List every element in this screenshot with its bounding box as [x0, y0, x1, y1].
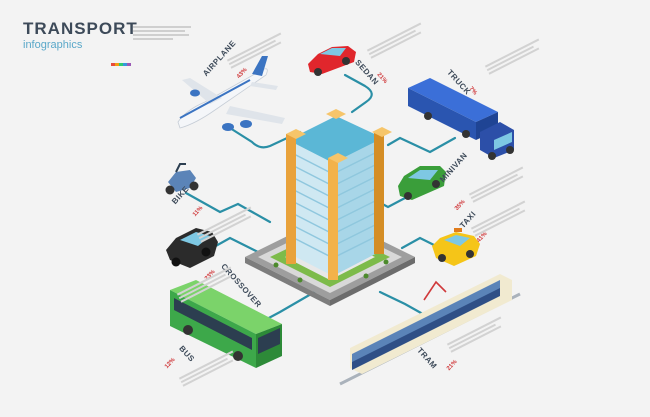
- color-dot: [123, 63, 127, 66]
- color-dot: [115, 63, 119, 66]
- page-title: TRANSPORT: [23, 19, 138, 38]
- minivan-icon: [398, 166, 446, 200]
- taxi-icon: [432, 228, 480, 266]
- title-placeholder-text: [133, 24, 193, 42]
- truck-icon: [408, 78, 514, 160]
- connector-bike: [184, 191, 272, 224]
- page-subtitle: infographics: [23, 39, 83, 51]
- color-dot: [119, 63, 123, 66]
- color-dots: [111, 53, 131, 66]
- connector-taxi: [400, 236, 440, 250]
- connector-sedan: [343, 73, 373, 114]
- airplane-icon: [177, 56, 285, 131]
- central-building: [286, 109, 392, 280]
- bike-icon: [165, 163, 199, 195]
- title-block: TRANSPORT infographics: [23, 19, 191, 66]
- color-dot: [111, 63, 115, 66]
- connector-truck: [386, 136, 457, 154]
- connector-airplane: [228, 126, 302, 149]
- color-dot: [127, 63, 131, 66]
- tram-icon: [339, 274, 521, 386]
- sedan-icon: [308, 46, 356, 76]
